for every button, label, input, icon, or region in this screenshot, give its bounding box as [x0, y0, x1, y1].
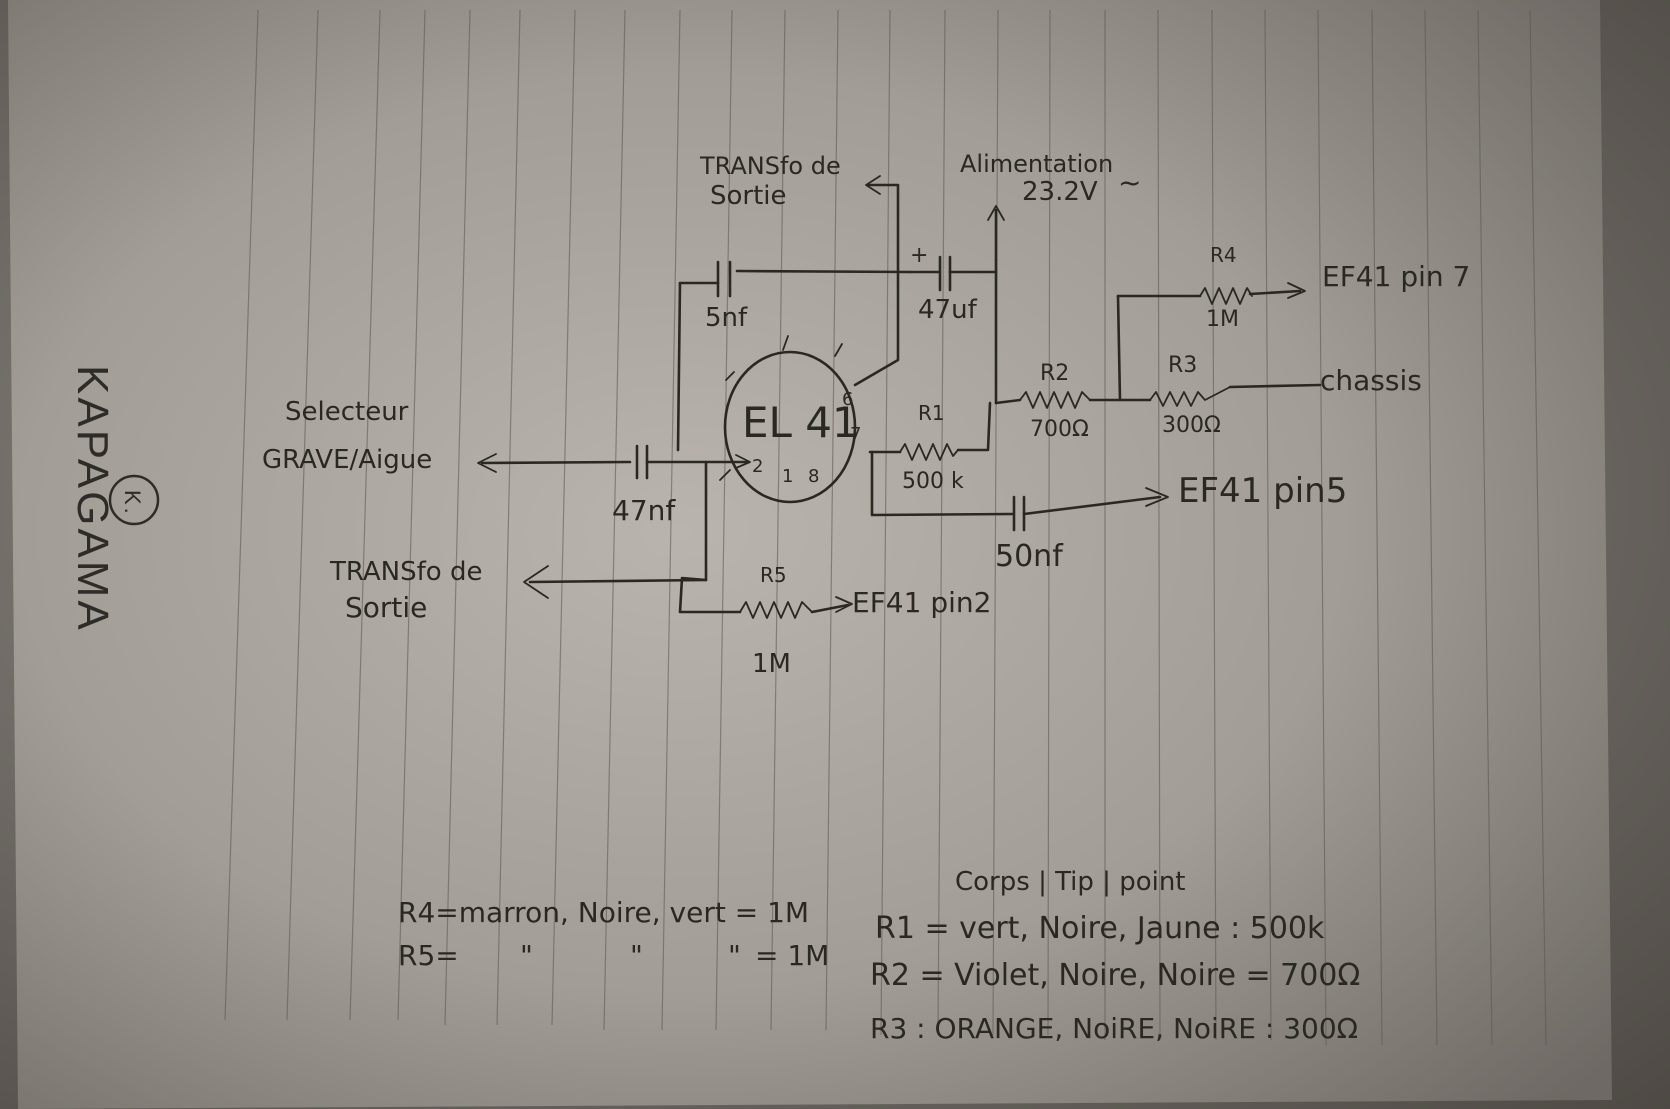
notes-r5-value: = 1M: [755, 939, 829, 972]
notes-r4: R4=marron, Noire, vert = 1M: [398, 896, 809, 929]
c-5nf-value: 5nf: [705, 303, 748, 333]
circuit-wires: [477, 175, 1322, 614]
tube-pin-2: 2: [752, 456, 763, 477]
r2-value: 700Ω: [1030, 417, 1089, 442]
label-transfo-left-2: Sortie: [345, 591, 427, 624]
component-values: 5nf + 47uf 47nf 50nf R4 1M R2 700Ω R3 30…: [612, 243, 1239, 679]
notes-ditto-1: ": [520, 939, 533, 972]
c-47nf-value: 47nf: [612, 494, 676, 527]
brand-logo-icon: [108, 474, 160, 526]
label-alimentation: Alimentation: [960, 150, 1113, 178]
r3-name: R3: [1168, 353, 1197, 378]
r2-symbol: [1019, 391, 1091, 409]
tube-pin-7: 7: [850, 424, 861, 445]
tube-pin-6: 6: [842, 389, 853, 410]
label-selecteur-2: GRAVE/Aigue: [262, 445, 432, 475]
label-ef41-pin2: EF41 pin2: [852, 586, 991, 619]
notes-ditto-3: ": [728, 939, 741, 972]
brand-block: KAPAGAMA K.: [68, 365, 160, 633]
brand-logo-letter: K.: [120, 490, 145, 517]
r1-value: 500 k: [902, 469, 964, 494]
notes-header: Corps | Tip | point: [955, 867, 1186, 897]
notes-ditto-2: ": [630, 939, 643, 972]
r4-name: R4: [1210, 243, 1237, 267]
label-transfo-top-2: Sortie: [710, 181, 787, 211]
r4-symbol: [1199, 287, 1253, 305]
label-voltage: 23.2V: [1022, 177, 1098, 207]
ruled-lines: [224, 9, 1547, 1046]
label-transfo-top-1: TRANSfo de: [699, 152, 841, 180]
r1-name: R1: [918, 401, 945, 425]
color-code-notes: Corps | Tip | point R4=marron, Noire, ve…: [398, 867, 1360, 1045]
label-selecteur-1: Selecteur: [285, 397, 409, 427]
tube-pin-1: 1: [782, 466, 793, 487]
label-chassis: chassis: [1320, 364, 1422, 397]
notes-r2: R2 = Violet, Noire, Noire = 700Ω: [870, 958, 1360, 993]
notes-r5-prefix: R5=: [398, 939, 459, 972]
notes-r1: R1 = vert, Noire, Jaune : 500k: [875, 911, 1325, 946]
r3-value: 300Ω: [1162, 413, 1221, 438]
resistors: [739, 287, 1253, 619]
paper-sheet: [8, 0, 1612, 1109]
r5-value: 1M: [752, 649, 791, 679]
label-transfo-left-1: TRANSfo de: [329, 557, 482, 587]
c-47uf-value: 47uf: [918, 295, 978, 325]
r2-name: R2: [1040, 361, 1069, 386]
ac-symbol-icon: ~: [1118, 166, 1141, 199]
label-ef41-pin7: EF41 pin 7: [1322, 260, 1470, 293]
notes-r3: R3 : ORANGE, NoiRE, NoiRE : 300Ω: [870, 1012, 1358, 1045]
c-50nf-value: 50nf: [995, 539, 1064, 574]
r1-symbol: [899, 443, 959, 461]
label-ef41-pin5: EF41 pin5: [1178, 471, 1347, 511]
r3-symbol: [1149, 386, 1231, 407]
el41-tube: EL 41 6 7 2 1 8: [719, 335, 861, 504]
tube-pin-8: 8: [808, 466, 819, 487]
r5-symbol: [739, 601, 813, 619]
r4-value: 1M: [1206, 307, 1239, 332]
r5-name: R5: [760, 563, 787, 587]
circuit-labels: TRANSfo de Sortie Alimentation 23.2V ~ S…: [262, 150, 1470, 624]
tube-envelope: [723, 350, 857, 504]
tube-name: EL 41: [742, 398, 859, 447]
c-47uf-plus: +: [910, 243, 928, 268]
